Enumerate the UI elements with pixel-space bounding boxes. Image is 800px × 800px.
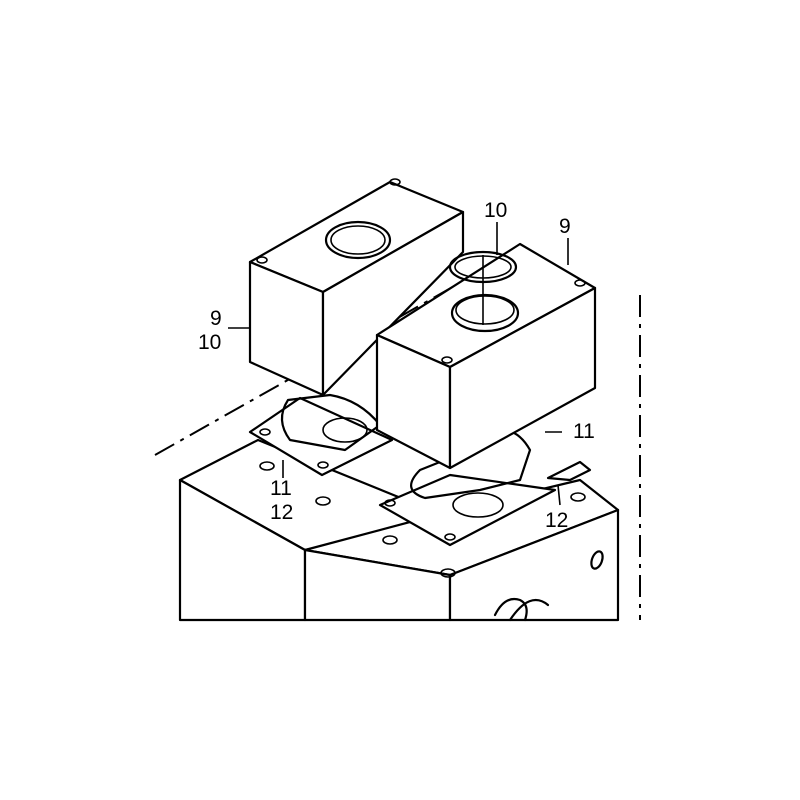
callout-11-right: 11 <box>573 420 595 443</box>
callout-11-left: 11 <box>270 477 292 500</box>
callout-9-left: 9 <box>210 307 222 330</box>
base-housing-left <box>178 438 457 622</box>
callout-10-right: 10 <box>484 199 508 222</box>
leader-lines <box>228 222 569 506</box>
right-o-ring <box>448 250 518 325</box>
callout-12-right: 12 <box>545 509 569 532</box>
left-gasket <box>248 393 394 477</box>
callout-12-left: 12 <box>270 501 294 524</box>
callout-9-right: 9 <box>559 215 571 238</box>
right-valve-block <box>375 242 597 470</box>
left-valve-block <box>248 178 465 397</box>
right-gasket <box>378 428 592 547</box>
callout-10-left: 10 <box>198 331 222 354</box>
